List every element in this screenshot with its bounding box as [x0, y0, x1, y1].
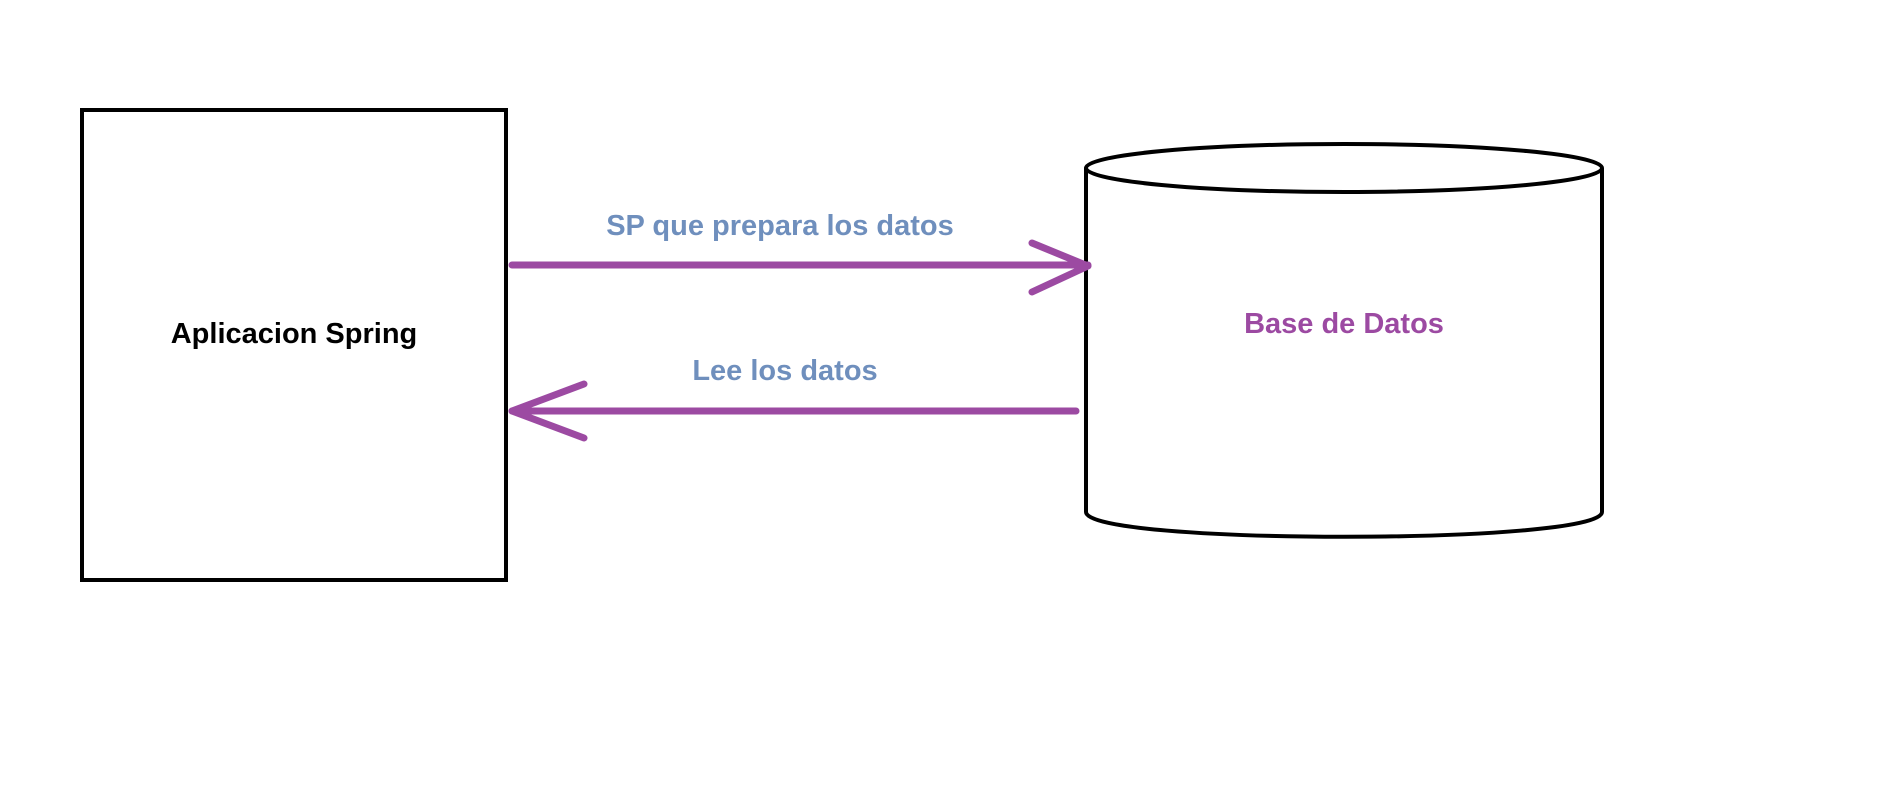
database-cylinder-body: [1084, 168, 1604, 539]
app-node-label: Aplicacion Spring: [170, 318, 418, 350]
database-cylinder-top: [1084, 142, 1604, 194]
database-node-label: Base de Datos: [1244, 308, 1444, 340]
arrowhead-right-icon: [1028, 239, 1092, 296]
app-node-box: [80, 108, 508, 582]
arrow-app-to-database: [508, 239, 1092, 296]
arrow-database-to-app: [508, 380, 1080, 442]
edge-label-to-database: SP que prepara los datos: [606, 210, 954, 242]
arrowhead-left-icon: [508, 380, 588, 442]
edge-label-to-app: Lee los datos: [692, 355, 878, 387]
database-node-cylinder: [1084, 142, 1604, 539]
